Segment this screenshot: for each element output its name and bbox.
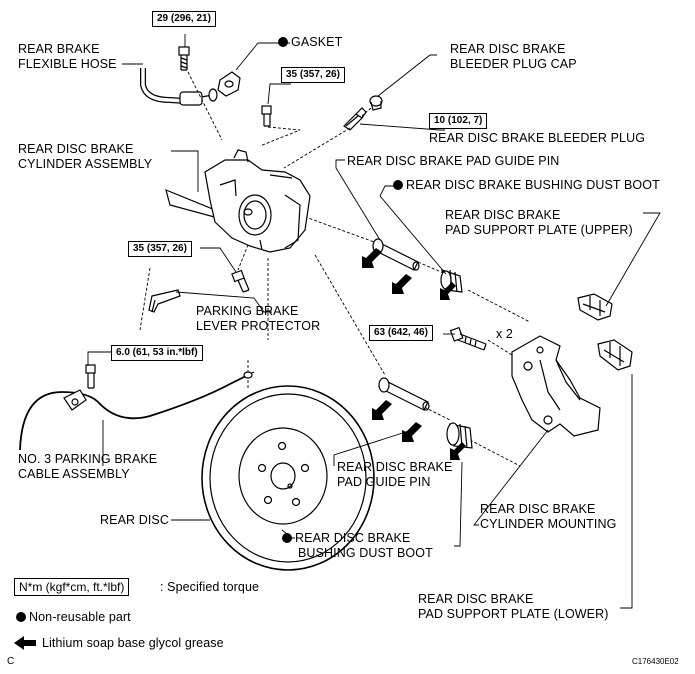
label-bleeder-plug-cap-line1: REAR DISC BRAKE [450,42,566,56]
label-gasket: GASKET [278,35,342,50]
label-bleeder-plug-cap-line2: BLEEDER PLUG CAP [450,57,577,71]
cylinder-bolt-lower-part [231,269,250,293]
label-quantity: x 2 [496,327,513,341]
legend-torque-box: N*m (kgf*cm, ft.*lbf) [14,578,130,596]
label-cylinder-mounting-line1: REAR DISC BRAKE [480,502,596,516]
label-bleeder-plug: REAR DISC BRAKE BLEEDER PLUG [429,131,646,145]
label-pad-support-upper-line2: PAD SUPPORT PLATE (UPPER) [445,223,633,237]
label-parking-brake-cable-line2: CABLE ASSEMBLY [18,467,130,481]
legend-non-reusable: Non-reusable part [16,610,131,625]
non-reusable-dot-icon [282,533,292,543]
legend-grease: Lithium soap base glycol grease [42,636,224,650]
label-lever-protector: PARKING BRAKE LEVER PROTECTOR [196,304,320,334]
label-pad-guide-pin-lower: REAR DISC BRAKE PAD GUIDE PIN [337,460,452,490]
label-gasket-text: GASKET [291,35,343,49]
mounting-bolt-part [449,326,487,351]
label-pad-support-upper-line1: REAR DISC BRAKE [445,208,561,222]
label-bushing-dust-boot-lower: REAR DISC BRAKE BUSHING DUST BOOT [282,531,433,561]
cylinder-assembly-part [165,149,311,253]
label-flexible-hose-line1: REAR BRAKE [18,42,100,56]
bushing-dust-boot-lower-part [446,422,473,449]
legend-non-reusable-text: Non-reusable part [29,610,131,624]
parking-brake-cable-part [19,364,255,451]
label-flexible-hose: REAR BRAKE FLEXIBLE HOSE [18,42,117,72]
legend-torque-desc: : Specified torque [160,580,260,594]
grease-arrows [362,248,466,460]
cylinder-bolt-upper-part [261,105,272,127]
bleeder-plug-part [343,107,367,131]
label-pad-guide-pin-lower-line1: REAR DISC BRAKE [337,460,453,474]
grease-arrow-icon [14,636,36,650]
flexible-hose-part [140,68,218,106]
label-parking-brake-cable-line1: NO. 3 PARKING BRAKE [18,452,158,466]
label-pad-support-lower-line1: REAR DISC BRAKE [418,592,534,606]
label-bleeder-plug-cap: REAR DISC BRAKE BLEEDER PLUG CAP [450,42,577,72]
pad-support-plate-upper-part [577,293,613,321]
hose-bolt-part [178,46,190,71]
label-bushing-dust-boot-lower-line2: BUSHING DUST BOOT [298,546,433,560]
label-flexible-hose-line2: FLEXIBLE HOSE [18,57,117,71]
label-cylinder-assembly: REAR DISC BRAKE CYLINDER ASSEMBLY [18,142,152,172]
label-bushing-dust-boot-upper: REAR DISC BRAKE BUSHING DUST BOOT [393,178,660,193]
label-cylinder-assembly-line2: CYLINDER ASSEMBLY [18,157,153,171]
label-rear-disc: REAR DISC [100,513,169,527]
corner-code: C [7,656,15,667]
non-reusable-dot-icon [393,180,403,190]
label-cylinder-assembly-line1: REAR DISC BRAKE [18,142,134,156]
label-pad-guide-pin-lower-line2: PAD GUIDE PIN [337,475,431,489]
torque-spec-cable-bolt: 6.0 (61, 53 in.*lbf) [111,345,203,361]
gasket-part [217,71,241,97]
pad-guide-pin-lower-part [378,377,430,411]
label-cylinder-mounting-line2: CYLINDER MOUNTING [480,517,617,531]
label-bushing-dust-boot-lower-line1: REAR DISC BRAKE [295,531,411,545]
torque-spec-cylinder-bolt-lower: 35 (357, 26) [128,241,192,257]
label-pad-support-lower-line2: PAD SUPPORT PLATE (LOWER) [418,607,609,621]
lever-protector-part [148,289,181,313]
label-lever-protector-line2: LEVER PROTECTOR [196,319,321,333]
figure-id: C176430E02 [632,657,679,666]
non-reusable-dot-icon [278,37,288,47]
bleeder-plug-cap-part [369,95,383,111]
torque-spec-cylinder-bolt-upper: 35 (357, 26) [281,67,345,83]
torque-spec-mounting-bolt: 63 (642, 46) [369,325,433,341]
label-parking-brake-cable: NO. 3 PARKING BRAKE CABLE ASSEMBLY [18,452,157,482]
label-pad-support-upper: REAR DISC BRAKE PAD SUPPORT PLATE (UPPER… [445,208,633,238]
torque-spec-hose-bolt: 29 (296, 21) [152,11,216,27]
pad-guide-pin-upper-part [372,238,420,271]
cylinder-mounting-part [511,335,601,437]
torque-spec-bleeder-plug: 10 (102, 7) [429,113,488,129]
non-reusable-dot-icon [16,612,26,622]
label-pad-support-lower: REAR DISC BRAKE PAD SUPPORT PLATE (LOWER… [418,592,609,622]
label-pad-guide-pin-upper: REAR DISC BRAKE PAD GUIDE PIN [347,154,560,168]
label-cylinder-mounting: REAR DISC BRAKE CYLINDER MOUNTING [480,502,616,532]
label-bushing-dust-boot-upper-text: REAR DISC BRAKE BUSHING DUST BOOT [406,178,660,192]
rear-disc-part [201,385,375,571]
label-lever-protector-line1: PARKING BRAKE [196,304,299,318]
pad-support-plate-lower-part [597,339,633,371]
